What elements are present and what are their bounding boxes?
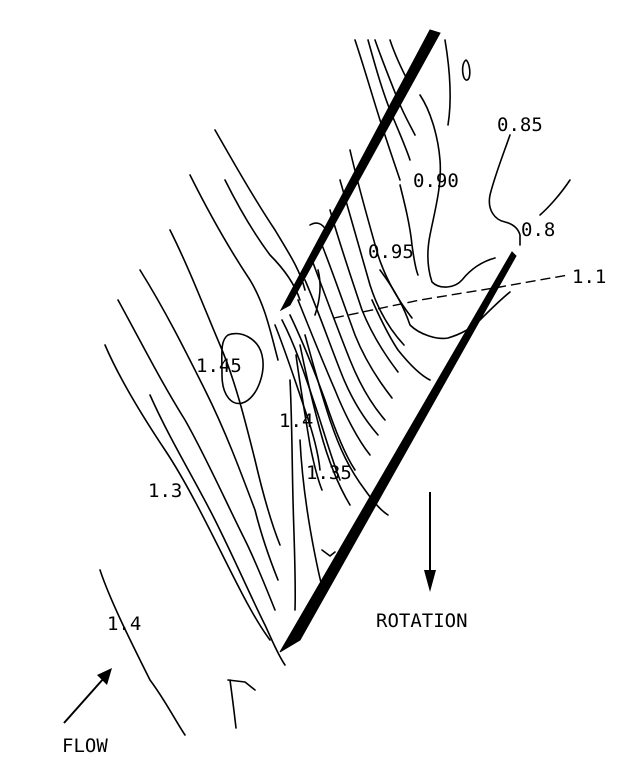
contour-line bbox=[399, 184, 419, 276]
lower-blade bbox=[279, 251, 517, 653]
label-0-90: 0.90 bbox=[413, 170, 459, 192]
contour-line bbox=[339, 179, 405, 346]
contour-line bbox=[444, 39, 451, 126]
flow-arrow bbox=[63, 668, 112, 724]
contour-line bbox=[139, 269, 279, 581]
contour-line bbox=[389, 39, 411, 86]
contour-line bbox=[299, 344, 351, 506]
contour-line bbox=[374, 39, 416, 136]
contour-line bbox=[314, 269, 321, 316]
contour-line bbox=[295, 354, 323, 491]
contour-line bbox=[149, 394, 286, 666]
contour-line bbox=[304, 279, 379, 436]
contour-line bbox=[311, 259, 386, 421]
contour-lines-left bbox=[99, 129, 306, 736]
label-1-4-mid: 1.4 bbox=[279, 410, 313, 432]
contour-line bbox=[419, 94, 496, 288]
contour-lines-upper-right bbox=[354, 39, 571, 381]
label-0-95: 0.95 bbox=[368, 241, 414, 263]
dashed-leader-line bbox=[333, 274, 569, 319]
label-0-85: 0.85 bbox=[497, 114, 543, 136]
contour-lines-lower-mid bbox=[289, 379, 336, 611]
rotation-label: ROTATION bbox=[376, 610, 468, 632]
contour-line bbox=[117, 299, 276, 611]
label-1-4-low: 1.4 bbox=[107, 613, 141, 635]
contour-line bbox=[321, 549, 336, 557]
rotation-arrow bbox=[424, 492, 436, 592]
contour-island-1-45 bbox=[220, 332, 264, 405]
label-0-8: 0.8 bbox=[521, 219, 555, 241]
contour-line bbox=[304, 334, 389, 516]
label-1-45: 1.45 bbox=[196, 355, 242, 377]
contour-line bbox=[289, 379, 297, 611]
contour-line bbox=[299, 439, 324, 591]
contour-line bbox=[354, 39, 401, 181]
contour-line bbox=[488, 134, 521, 246]
contour-line bbox=[99, 569, 186, 736]
contour-line bbox=[281, 319, 341, 481]
contour-line bbox=[289, 314, 356, 471]
contour-line bbox=[371, 299, 431, 381]
label-1-1: 1.1 bbox=[572, 266, 606, 288]
contour-line bbox=[309, 222, 329, 236]
contour-line bbox=[461, 59, 471, 81]
flow-label: FLOW bbox=[62, 735, 108, 757]
contour-line bbox=[214, 129, 306, 291]
contour-line bbox=[229, 679, 237, 729]
contour-line bbox=[379, 269, 511, 340]
contour-line bbox=[367, 39, 411, 161]
contour-line bbox=[189, 174, 279, 361]
contour-line bbox=[539, 179, 571, 216]
contour-line bbox=[227, 679, 256, 691]
contour-line bbox=[297, 299, 371, 456]
label-1-3: 1.3 bbox=[148, 480, 182, 502]
contour-line bbox=[329, 209, 399, 373]
contour-line bbox=[224, 179, 301, 301]
label-1-35: 1.35 bbox=[306, 462, 352, 484]
contour-line bbox=[169, 229, 281, 546]
contour-line bbox=[319, 239, 393, 399]
contour-line bbox=[104, 344, 271, 641]
